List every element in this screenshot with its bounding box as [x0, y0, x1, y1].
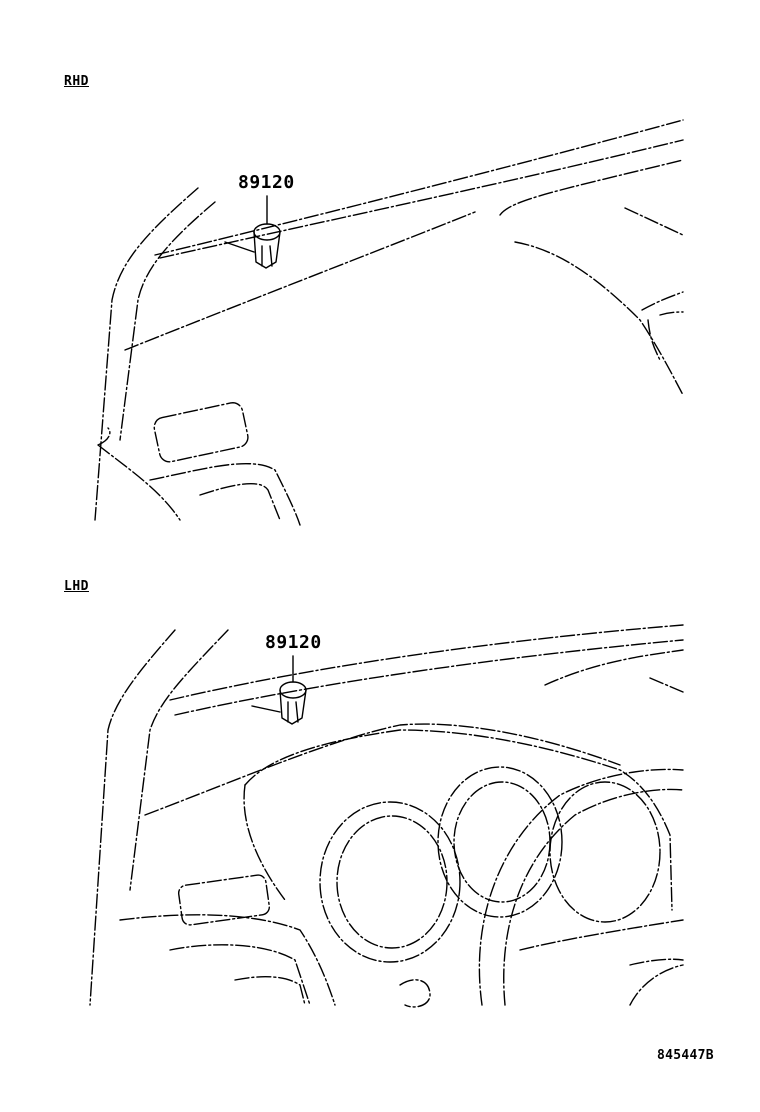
rhd-dash-top	[124, 211, 476, 351]
lhd-gauge-left	[319, 801, 461, 963]
lhd-steering-column	[519, 919, 684, 951]
lhd-a-pillar-inner	[129, 629, 229, 891]
lhd-console-outline	[119, 914, 336, 1006]
lhd-vent-left	[177, 874, 271, 926]
lhd-console-inner	[169, 944, 311, 1006]
lhd-steering-wheel-outer	[478, 768, 684, 1006]
rhd-dashboard-diagram	[94, 119, 684, 526]
lhd-gauge-left-inner	[336, 815, 448, 949]
lhd-windshield-edge-2	[174, 639, 684, 716]
rhd-a-pillar-inner	[119, 201, 216, 441]
rhd-a-pillar-outer	[94, 187, 199, 521]
rhd-cluster-edge-2	[641, 291, 684, 311]
rhd-vent-left	[153, 402, 249, 463]
rhd-windshield-edge	[154, 119, 684, 256]
lhd-dashboard-diagram	[89, 624, 684, 1008]
rhd-clip-body	[253, 231, 281, 269]
rhd-clip-pointer	[224, 241, 255, 253]
lhd-clip-body	[279, 689, 307, 725]
rhd-vent-right	[647, 311, 684, 361]
rhd-console-outline	[149, 463, 301, 526]
lhd-label: LHD	[64, 579, 89, 594]
lhd-knob	[399, 979, 431, 1008]
lhd-right-lower	[629, 958, 684, 1006]
lhd-clip-pointer	[251, 705, 281, 713]
rhd-part-number[interactable]: 89120	[238, 172, 295, 193]
lhd-dash-ridge	[544, 649, 684, 693]
lhd-switch-panel	[234, 976, 306, 1006]
rhd-label: RHD	[64, 74, 89, 89]
rhd-cluster-edge	[624, 207, 684, 236]
rhd-dash-line	[499, 159, 684, 216]
lhd-a-pillar-outer	[89, 629, 176, 1006]
lhd-dash-top	[144, 723, 621, 816]
rhd-console-inner	[199, 483, 281, 521]
rhd-lower-left	[97, 427, 181, 521]
diagram-code: 845447B	[657, 1048, 714, 1063]
lhd-cluster-hood	[244, 729, 673, 911]
lhd-gauge-right	[549, 781, 661, 923]
lhd-windshield-edge	[169, 624, 684, 701]
lhd-steering-wheel-inner	[503, 788, 684, 1006]
lhd-gauge-center	[437, 766, 563, 918]
rhd-windshield-edge-2	[159, 139, 684, 259]
lhd-part-number[interactable]: 89120	[265, 632, 322, 653]
lhd-gauge-center-inner	[453, 781, 551, 903]
lhd-cluster-left	[243, 784, 286, 901]
rhd-cluster-hood	[514, 241, 684, 396]
